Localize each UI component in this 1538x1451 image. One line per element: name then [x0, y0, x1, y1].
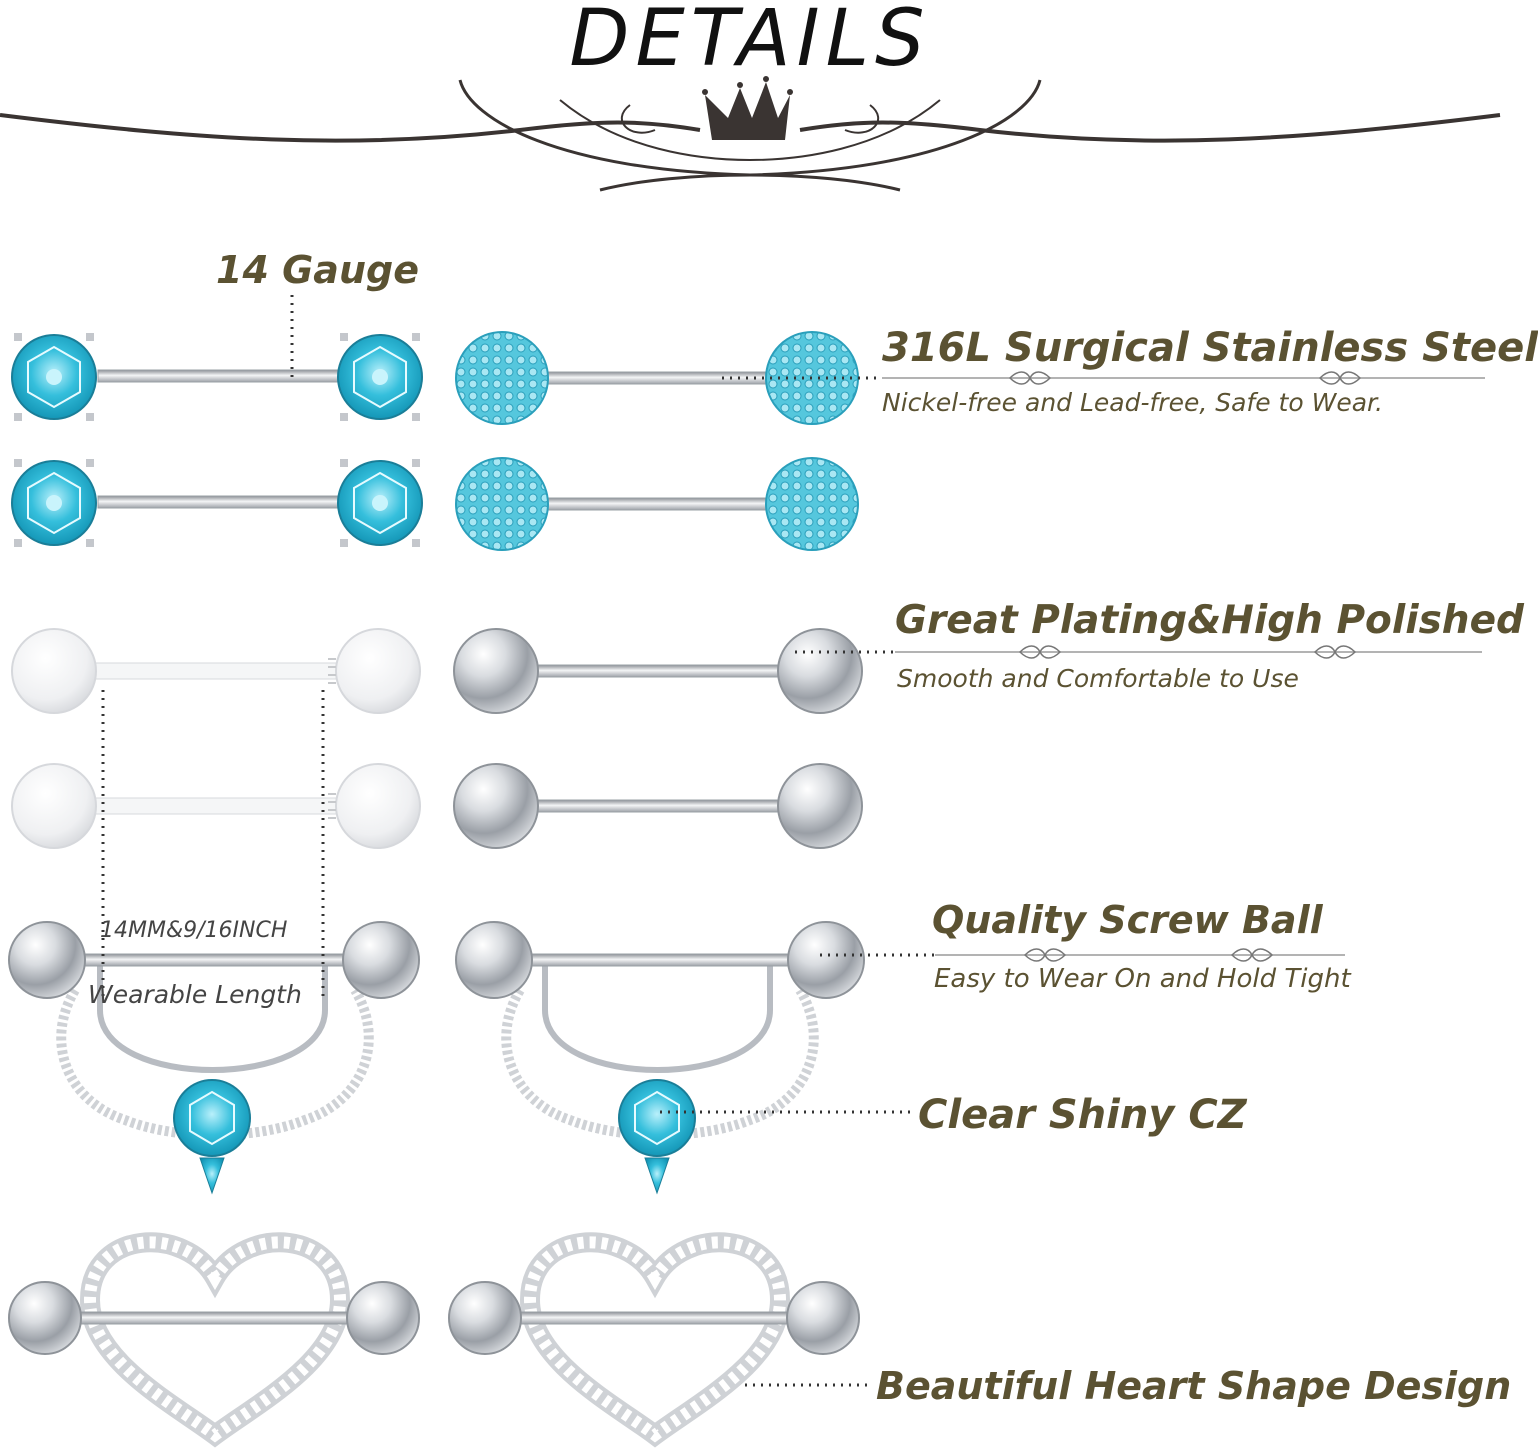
crown-icon: [702, 76, 793, 140]
label-screw-ball: Quality Screw Ball: [932, 898, 1323, 942]
lace-shield-barbell-2: [455, 921, 865, 1195]
label-smooth: Smooth and Comfortable to Use: [897, 664, 1299, 693]
label-easy-to-wear: Easy to Wear On and Hold Tight: [934, 964, 1351, 994]
label-size: 14MM&9/16INCH: [100, 918, 288, 943]
steel-ball-barbell-2: [453, 763, 863, 849]
clear-acrylic-barbell-2: [11, 763, 421, 849]
label-plating: Great Plating&High Polished: [895, 598, 1524, 643]
label-heart-design: Beautiful Heart Shape Design: [876, 1364, 1512, 1408]
infinity-ornament-icons: [1008, 371, 1362, 962]
label-14-gauge: 14 Gauge: [216, 248, 419, 292]
pave-ball-barbell-2: [455, 457, 859, 551]
label-surgical-steel: 316L Surgical Stainless Steel: [882, 325, 1538, 371]
label-nickel-free: Nickel-free and Lead-free, Safe to Wear.: [882, 388, 1383, 417]
cz-barbell-2: [11, 459, 423, 547]
heart-barbell-2: [448, 1232, 860, 1448]
heart-barbell-1: [8, 1232, 420, 1448]
page-title: DETAILS: [569, 0, 931, 84]
label-wearable-length: Wearable Length: [88, 980, 302, 1009]
clear-acrylic-barbell-1: [11, 628, 421, 714]
cz-barbell-1: [11, 333, 423, 421]
lace-shield-barbell-1: [8, 921, 420, 1195]
label-clear-cz: Clear Shiny CZ: [918, 1092, 1247, 1138]
leader-lines: [101, 295, 1485, 1387]
crown-ornament-divider: [0, 76, 1501, 192]
steel-ball-barbell-1: [453, 628, 863, 714]
